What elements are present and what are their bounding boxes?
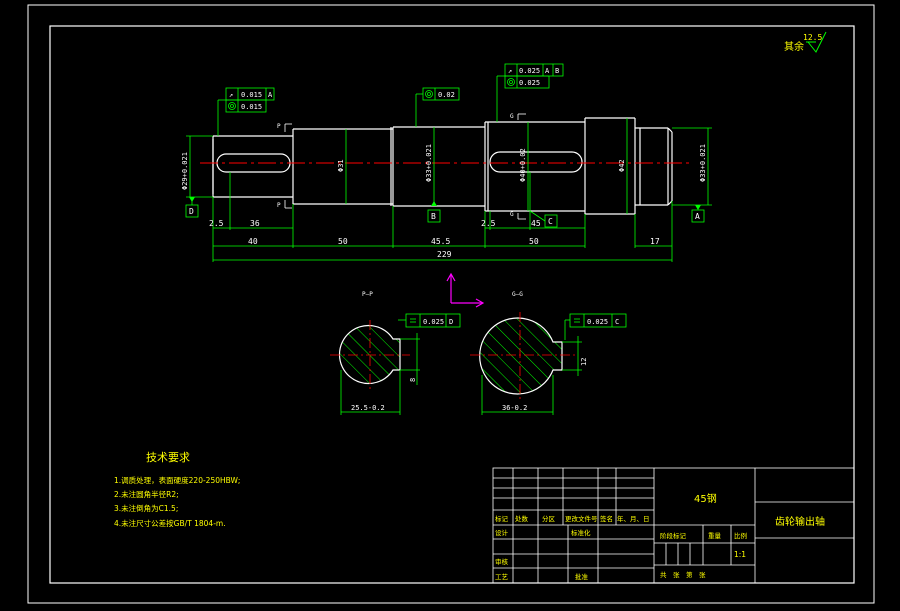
svg-text:A: A	[545, 67, 550, 75]
svg-text:处数: 处数	[515, 514, 529, 523]
svg-text:D: D	[189, 207, 194, 216]
dim-36: 36	[250, 219, 260, 228]
svg-text:0.015: 0.015	[241, 91, 262, 99]
dim-2-5-left: 2.5	[209, 219, 224, 228]
dim-2-5-right: 2.5	[481, 219, 496, 228]
svg-text:P: P	[277, 202, 281, 209]
ucs-icon	[446, 272, 485, 308]
section-p-key: 8	[409, 378, 417, 382]
section-p-title: P—P	[362, 291, 373, 298]
svg-text:G: G	[510, 113, 514, 120]
svg-text:比例: 比例	[734, 531, 747, 540]
dim-45: 45	[531, 219, 541, 228]
roughness-label: 其余	[784, 40, 804, 53]
section-g-title: G—G	[512, 291, 523, 298]
svg-text:批准: 批准	[575, 572, 589, 581]
dimension-lines	[186, 118, 712, 262]
svg-text:阶段标记: 阶段标记	[660, 531, 687, 540]
tech-item-2: 2.未注圆角半径R2;	[114, 489, 179, 499]
keyway-left	[216, 153, 291, 173]
svg-text:年、月、日: 年、月、日	[617, 514, 650, 523]
diam-33: Φ33+0.021	[425, 144, 433, 182]
svg-text:签名: 签名	[600, 514, 613, 523]
shaft-outline	[212, 117, 673, 215]
svg-text:G: G	[510, 211, 514, 218]
datum-b: B	[427, 201, 441, 223]
geo-tol-right-text: ↗ 0.025 A B 0.025	[508, 67, 559, 87]
geo-tol-middle	[415, 87, 460, 127]
section-markers	[284, 113, 526, 220]
svg-text:更改文件号: 更改文件号	[565, 514, 598, 523]
datum-c: C	[529, 210, 558, 228]
svg-text:重量: 重量	[708, 532, 722, 540]
section-g: 0.025 C 36-0.2 12	[470, 312, 627, 415]
datum-d: D	[185, 197, 199, 218]
diam-29: Φ29+0.021	[181, 152, 189, 190]
section-p: 0.025 D 25.5-0.2 8	[330, 313, 461, 415]
svg-text:工艺: 工艺	[495, 573, 509, 581]
svg-text:C: C	[548, 217, 553, 226]
section-marker-labels: P P G G	[277, 113, 514, 218]
section-g-key: 12	[580, 358, 588, 366]
svg-text:A: A	[695, 212, 700, 221]
dim-40: 40	[248, 237, 258, 246]
svg-text:共 张 第 张: 共 张 第 张	[660, 570, 706, 579]
geo-tol-right	[496, 63, 564, 122]
geo-tol-left	[217, 87, 275, 136]
dim-17: 17	[650, 237, 660, 246]
section-p-ref: D	[449, 318, 453, 326]
tech-item-3: 3.未注倒角为C1.5;	[114, 503, 178, 513]
section-g-ref: C	[615, 318, 619, 326]
svg-text:标记: 标记	[495, 514, 509, 523]
section-g-width: 36-0.2	[502, 404, 527, 412]
diameter-texts: Φ29+0.021 Φ31 Φ33+0.021 Φ40+0.02 Φ42 Φ33…	[181, 144, 707, 190]
svg-text:1:1: 1:1	[734, 550, 746, 559]
tb-part-name: 齿轮输出轴	[775, 515, 825, 528]
roughness-symbol: 12.5 其余	[784, 31, 827, 53]
tech-item-4: 4.未注尺寸公差按GB/T 1804-m.	[114, 518, 226, 528]
svg-text:↗: ↗	[229, 91, 233, 99]
svg-text:标准化: 标准化	[571, 528, 591, 537]
dimension-texts: 2.5 36 2.5 45 40 50 45.5 50 17 229	[209, 219, 660, 259]
tech-item-1: 1.调质处理，表面硬度220-250HBW;	[114, 475, 240, 485]
diam-40: Φ40+0.02	[519, 148, 527, 182]
keyway-right	[489, 151, 583, 173]
title-block	[492, 467, 855, 584]
diam-31: Φ31	[337, 159, 345, 172]
title-block-text: 45钢 齿轮输出轴 标记 处数 分区 更改文件号 签名 年、月、日 设计 标准化…	[495, 492, 825, 581]
svg-text:0.025: 0.025	[519, 67, 540, 75]
svg-text:设计: 设计	[495, 528, 509, 537]
svg-text:0.025: 0.025	[519, 79, 540, 87]
tech-title: 技术要求	[146, 451, 190, 464]
section-p-width: 25.5-0.2	[351, 404, 385, 412]
svg-text:B: B	[431, 212, 436, 221]
roughness-value: 12.5	[803, 33, 822, 42]
tech-requirements: 技术要求 1.调质处理，表面硬度220-250HBW; 2.未注圆角半径R2; …	[114, 451, 240, 528]
dim-total: 229	[437, 250, 452, 259]
outer-frame	[27, 4, 875, 604]
svg-text:B: B	[555, 67, 559, 75]
tb-material: 45钢	[694, 492, 717, 505]
diam-42: Φ42	[618, 159, 626, 172]
datum-a: A	[691, 205, 705, 223]
geo-tol-middle-value: 0.02	[438, 91, 455, 99]
svg-text:↗: ↗	[508, 67, 512, 75]
section-p-tol: 0.025	[423, 318, 444, 326]
dim-45-5: 45.5	[431, 237, 450, 246]
geo-tol-left-text: ↗ 0.015 A 0.015	[229, 91, 273, 111]
inner-frame	[49, 25, 855, 584]
svg-text:0.015: 0.015	[241, 103, 262, 111]
svg-text:P: P	[277, 123, 281, 130]
svg-text:分区: 分区	[542, 514, 556, 523]
section-g-tol: 0.025	[587, 318, 608, 326]
dim-50-b: 50	[529, 237, 539, 246]
svg-text:A: A	[268, 91, 273, 99]
svg-text:审核: 审核	[495, 557, 509, 566]
diam-33-right: Φ33+0.021	[699, 144, 707, 182]
dim-50-a: 50	[338, 237, 348, 246]
